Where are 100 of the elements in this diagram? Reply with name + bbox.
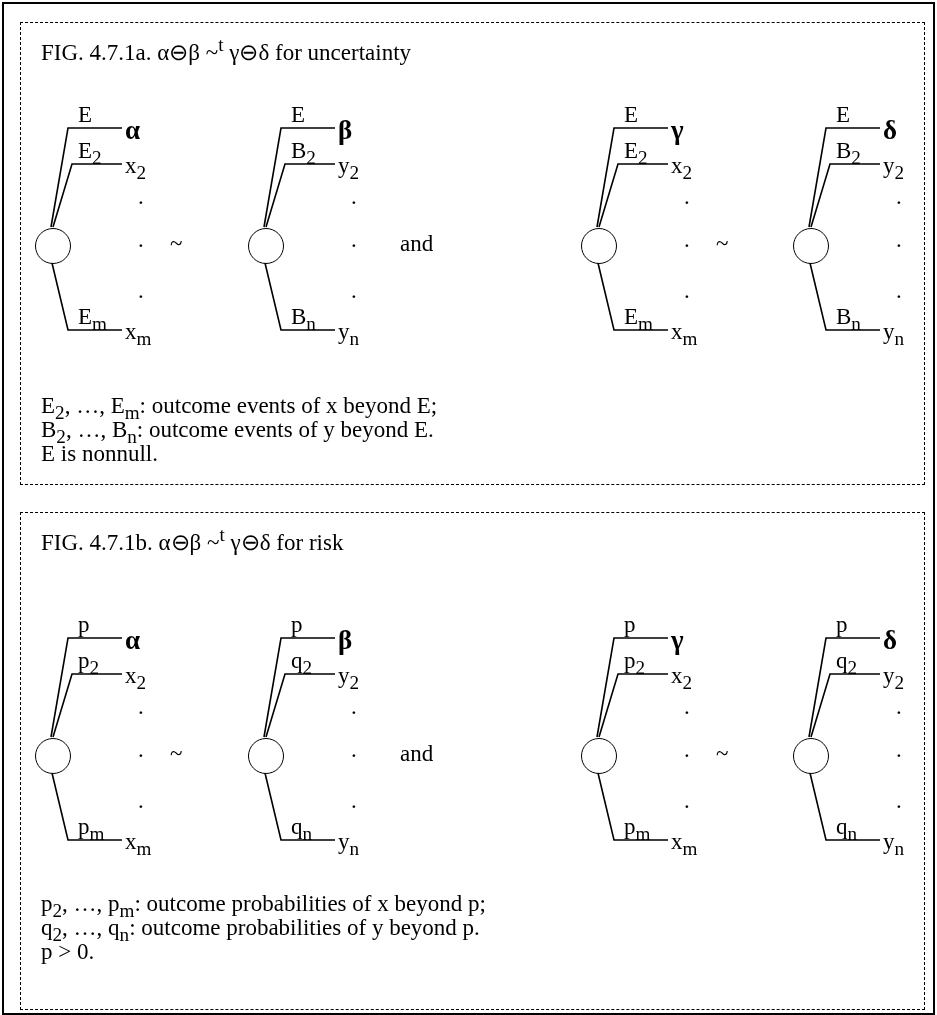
branch-line <box>597 262 669 331</box>
figure-title: FIG. 4.7.1b. α⊖β ~$^{t}$ γ⊖δ for risk <box>41 523 344 555</box>
branch-label: E <box>291 103 306 127</box>
connective-text: and <box>400 742 434 766</box>
option-label: δ <box>883 117 897 143</box>
branch-label: p <box>78 613 90 637</box>
ellipsis-dot: . <box>896 185 902 209</box>
branch-line <box>809 772 881 841</box>
ellipsis-dot: . <box>138 738 144 762</box>
branch-label: E$_{2}$ <box>78 139 102 170</box>
ellipsis-dot: . <box>138 279 144 303</box>
branch-label: p$_{2}$ <box>78 649 100 680</box>
ellipsis-dot: . <box>684 789 690 813</box>
branch-label: q$_{2}$ <box>836 649 858 680</box>
branch-label: B$_{2}$ <box>836 139 861 170</box>
outcome-label: y$_{2}$ <box>338 153 360 186</box>
branch-label: q$_{n}$ <box>291 815 313 846</box>
relation-symbol: ~ <box>170 742 183 766</box>
ellipsis-dot: . <box>351 279 357 303</box>
ellipsis-dot: . <box>138 695 144 719</box>
branch-line <box>51 262 123 331</box>
branch-line <box>50 127 123 228</box>
branch-label: E$_{m}$ <box>624 305 653 336</box>
branch-label: E <box>836 103 851 127</box>
ellipsis-dot: . <box>351 228 357 252</box>
outcome-label: y$_{n}$ <box>883 319 905 352</box>
branch-label: E$_{m}$ <box>78 305 107 336</box>
branch-line <box>263 637 336 738</box>
branch-label: B$_{2}$ <box>291 139 316 170</box>
ellipsis-dot: . <box>896 228 902 252</box>
ellipsis-dot: . <box>896 789 902 813</box>
ellipsis-dot: . <box>351 185 357 209</box>
branch-label: E$_{2}$ <box>624 139 648 170</box>
branch-line <box>265 673 336 738</box>
branch-line <box>596 127 669 228</box>
branch-label: B$_{n}$ <box>836 305 861 336</box>
outcome-label: x$_{m}$ <box>125 319 152 352</box>
branch-label: E <box>78 103 93 127</box>
outcome-label: x$_{m}$ <box>125 829 152 862</box>
ellipsis-dot: . <box>351 738 357 762</box>
branch-label: p <box>836 613 848 637</box>
branch-line <box>52 673 123 738</box>
ellipsis-dot: . <box>351 695 357 719</box>
outcome-label: x$_{2}$ <box>671 153 693 186</box>
outcome-label: y$_{n}$ <box>883 829 905 862</box>
ellipsis-dot: . <box>684 228 690 252</box>
branch-label: E <box>624 103 639 127</box>
connective-text: and <box>400 232 434 256</box>
branch-line <box>810 163 881 228</box>
branch-line <box>808 127 881 228</box>
outcome-label: x$_{2}$ <box>671 663 693 696</box>
option-label: δ <box>883 627 897 653</box>
ellipsis-dot: . <box>138 228 144 252</box>
figure-panel <box>20 22 925 485</box>
ellipsis-dot: . <box>351 789 357 813</box>
branch-label: p$_{m}$ <box>624 815 651 846</box>
branch-label: p <box>624 613 636 637</box>
ellipsis-dot: . <box>684 185 690 209</box>
ellipsis-dot: . <box>684 695 690 719</box>
outcome-label: x$_{2}$ <box>125 663 147 696</box>
ellipsis-dot: . <box>684 738 690 762</box>
branch-line <box>51 772 123 841</box>
outcome-label: y$_{2}$ <box>883 663 905 696</box>
figure-panel <box>20 512 925 1010</box>
branch-line <box>52 163 123 228</box>
outcome-label: y$_{n}$ <box>338 319 360 352</box>
branch-line <box>264 772 336 841</box>
branch-line <box>50 637 123 738</box>
note-text: E is nonnull. <box>41 442 158 466</box>
outcome-label: x$_{m}$ <box>671 829 698 862</box>
relation-symbol: ~ <box>170 232 183 256</box>
branch-label: B$_{n}$ <box>291 305 316 336</box>
option-label: β <box>338 117 353 143</box>
branch-line <box>597 772 669 841</box>
branch-line <box>809 262 881 331</box>
branch-line <box>596 637 669 738</box>
branch-label: p <box>291 613 303 637</box>
ellipsis-dot: . <box>896 695 902 719</box>
branch-label: p$_{m}$ <box>78 815 105 846</box>
branch-line <box>598 163 669 228</box>
option-label: γ <box>671 627 684 653</box>
branch-line <box>263 127 336 228</box>
branch-line <box>265 163 336 228</box>
ellipsis-dot: . <box>684 279 690 303</box>
option-label: γ <box>671 117 684 143</box>
outcome-label: x$_{2}$ <box>125 153 147 186</box>
branch-line <box>810 673 881 738</box>
ellipsis-dot: . <box>896 738 902 762</box>
outcome-label: y$_{n}$ <box>338 829 360 862</box>
branch-line <box>598 673 669 738</box>
option-label: β <box>338 627 353 653</box>
option-label: α <box>125 627 141 653</box>
branch-label: q$_{n}$ <box>836 815 858 846</box>
ellipsis-dot: . <box>896 279 902 303</box>
branch-line <box>808 637 881 738</box>
ellipsis-dot: . <box>138 789 144 813</box>
relation-symbol: ~ <box>716 742 729 766</box>
branch-label: p$_{2}$ <box>624 649 646 680</box>
branch-line <box>264 262 336 331</box>
option-label: α <box>125 117 141 143</box>
